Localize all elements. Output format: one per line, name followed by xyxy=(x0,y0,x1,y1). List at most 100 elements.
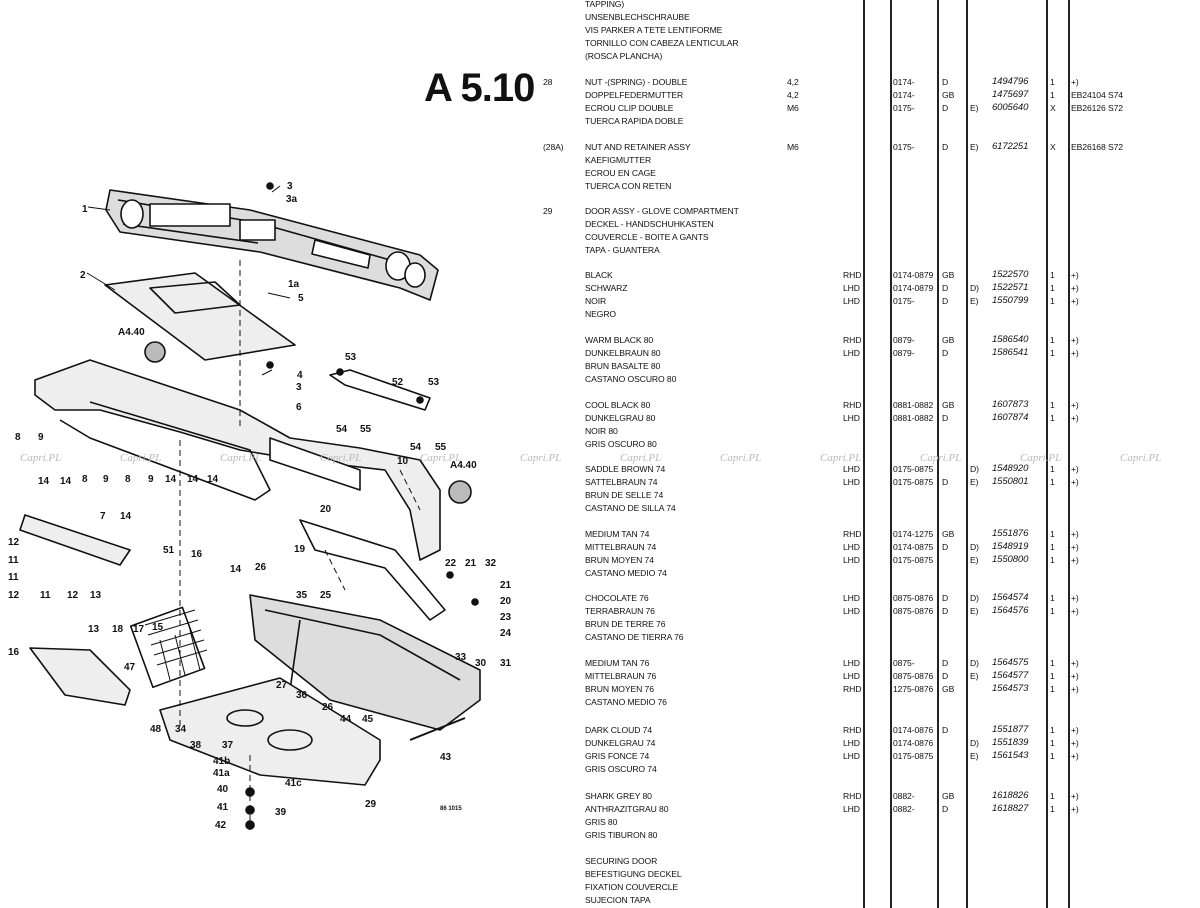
part-description: TUERCA RAPIDA DOBLE xyxy=(585,115,684,126)
page-code: A 5.10 xyxy=(424,66,535,110)
country-code: D xyxy=(942,295,949,306)
watermark: Capri.PL xyxy=(720,452,762,464)
callout-14c: 14 xyxy=(207,474,219,485)
drive-side: RHD xyxy=(843,791,862,801)
part-description: DECKEL - HANDSCHUHKASTEN xyxy=(585,218,714,229)
date-range: 0175-0875 xyxy=(893,554,934,565)
part-description: BRUN DE TERRE 76 xyxy=(585,618,666,629)
part-description: COUVERCLE - BOITE A GANTS xyxy=(585,231,709,242)
size-spec: 4,2 xyxy=(787,77,799,87)
drive-side: LHD xyxy=(843,295,860,306)
remark: +) xyxy=(1071,335,1079,345)
date-range: 0175- xyxy=(893,142,915,152)
callout-32: 32 xyxy=(485,558,497,569)
callout-8c: 8 xyxy=(125,474,131,485)
callout-29: 29 xyxy=(365,799,377,810)
part-description: SCHWARZ xyxy=(585,282,628,293)
drive-side: LHD xyxy=(843,541,860,552)
part-description: SADDLE BROWN 74 xyxy=(585,464,666,474)
callout-27: 27 xyxy=(276,680,288,691)
quantity: 1 xyxy=(1050,593,1055,603)
country-code: D xyxy=(942,142,949,152)
market-code: E) xyxy=(970,142,979,152)
column-rule xyxy=(890,0,892,908)
remark: EB26168 S72 xyxy=(1071,142,1123,152)
column-rule xyxy=(1068,0,1070,908)
date-range: 0879- xyxy=(893,335,915,345)
callout-16: 16 xyxy=(191,549,203,560)
callout-10: 10 xyxy=(397,456,409,467)
callout-11b: 11 xyxy=(8,572,19,583)
country-code: D xyxy=(942,541,949,552)
callout-20b: 20 xyxy=(500,596,512,607)
watermark: Capri.PL xyxy=(620,452,662,464)
country-code: D xyxy=(942,803,949,814)
part-number: 1550801 xyxy=(992,475,1029,487)
callout-36: 36 xyxy=(296,690,308,701)
part-number: 1564575 xyxy=(992,657,1029,668)
callout-3: 3 xyxy=(287,181,293,192)
remark: +) xyxy=(1071,347,1079,358)
remark: +) xyxy=(1071,412,1079,423)
callout-54b: 54 xyxy=(410,442,422,453)
date-range: 0882- xyxy=(893,803,915,814)
part-number: 6172251 xyxy=(992,141,1029,152)
part-description: GRIS OSCURO 74 xyxy=(585,763,657,774)
callout-2: 2 xyxy=(80,270,86,281)
drive-side: RHD xyxy=(843,725,862,735)
date-range: 0175- xyxy=(893,295,915,306)
callout-14d: 14 xyxy=(38,476,50,487)
part-description: DARK CLOUD 74 xyxy=(585,725,652,735)
country-code: GB xyxy=(942,400,955,410)
drive-side: LHD xyxy=(843,670,860,681)
part-description: ANTHRAZITGRAU 80 xyxy=(585,803,669,814)
part-description: COOL BLACK 80 xyxy=(585,400,651,410)
quantity: 1 xyxy=(1050,750,1055,761)
part-description: CASTANO MEDIO 76 xyxy=(585,696,667,707)
date-range: 0175-0875 xyxy=(893,750,934,761)
remark: +) xyxy=(1071,295,1079,306)
part-description: DUNKELGRAU 74 xyxy=(585,737,656,748)
callout-5: 5 xyxy=(298,293,304,304)
part-description: NUT AND RETAINER ASSY xyxy=(585,142,691,152)
callout-41c: 41c xyxy=(285,778,302,789)
watermark: Capri.PL xyxy=(920,452,962,464)
country-code: D xyxy=(942,282,949,293)
watermark: Capri.PL xyxy=(320,452,362,464)
drive-side: LHD xyxy=(843,750,860,761)
watermark: Capri.PL xyxy=(1020,452,1062,464)
remark: +) xyxy=(1071,282,1079,293)
drive-side: LHD xyxy=(843,605,860,616)
callout-11c: 11 xyxy=(40,590,51,601)
callout-12: 12 xyxy=(8,537,20,548)
callout-12c: 12 xyxy=(67,590,79,601)
part-number: 1475697 xyxy=(992,88,1029,100)
part-description: TERRABRAUN 76 xyxy=(585,605,655,616)
callout-31: 31 xyxy=(500,658,512,669)
quantity: 1 xyxy=(1050,670,1055,681)
callout-7: 7 xyxy=(100,511,106,522)
part-description: NOIR 80 xyxy=(585,425,618,436)
callout-16b: 16 xyxy=(8,647,20,658)
callout-21: 21 xyxy=(465,558,477,569)
part-description: DOOR ASSY - GLOVE COMPARTMENT xyxy=(585,206,739,216)
drive-side: LHD xyxy=(843,347,860,358)
callout-12b: 12 xyxy=(8,590,20,601)
part-number: 1564577 xyxy=(992,669,1029,681)
drive-side: LHD xyxy=(843,282,860,293)
callout-14b: 14 xyxy=(187,474,199,485)
part-number: 1618827 xyxy=(992,802,1029,814)
date-range: 0175-0875 xyxy=(893,476,934,487)
part-description: VIS PARKER A TETE LENTIFORME xyxy=(585,24,723,35)
date-range: 0174-0876 xyxy=(893,737,934,748)
callout-13b: 13 xyxy=(88,624,100,635)
column-rule xyxy=(1046,0,1048,908)
remark: +) xyxy=(1071,737,1079,748)
callout-53-left: 53 xyxy=(345,352,357,363)
country-code: GB xyxy=(942,529,955,539)
remark: +) xyxy=(1071,791,1079,801)
part-description: CHOCOLATE 76 xyxy=(585,593,649,603)
drive-side: RHD xyxy=(843,335,862,345)
part-description: ECROU EN CAGE xyxy=(585,167,656,178)
part-description: NUT -(SPRING) - DOUBLE xyxy=(585,77,688,87)
